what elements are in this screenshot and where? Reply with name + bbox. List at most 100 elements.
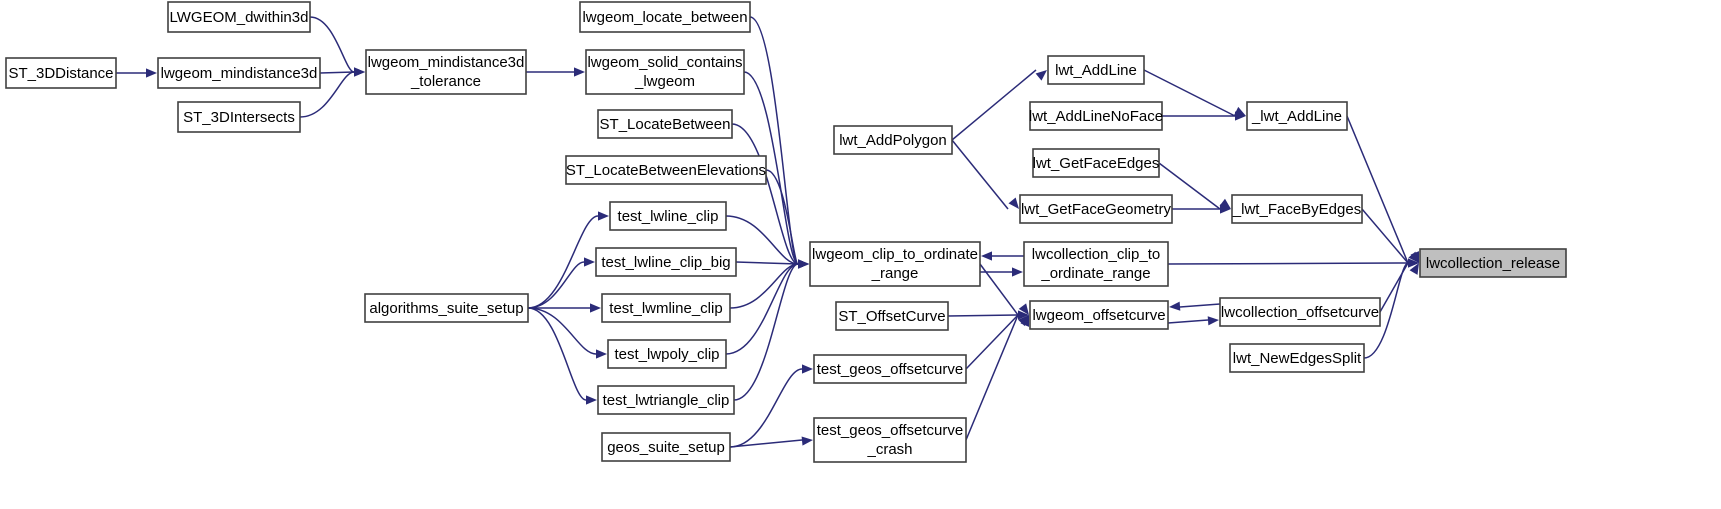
edge-arrowhead xyxy=(1207,316,1219,326)
edge-_lwt_facebyedges-to-lwcollection_release xyxy=(1361,208,1409,264)
edge-st_locatebetween-to-lwgeom_clip_to_ordinate_range xyxy=(731,123,799,265)
edge-arrowhead xyxy=(1408,251,1419,263)
graph-node-lwgeom_solid_contains_lwgeom[interactable]: lwgeom_solid_contains_lwgeom xyxy=(585,49,745,95)
edge-arrowhead xyxy=(801,436,813,446)
graph-node-st_locatebetweenelevations[interactable]: ST_LocateBetweenElevations xyxy=(565,155,767,185)
node-box-lwgeom_solid_contains_lwgeom[interactable] xyxy=(585,49,745,95)
node-box-test_lwline_clip_big[interactable] xyxy=(595,247,737,277)
graph-node-lwcollection_clip_to_ordinate_range[interactable]: lwcollection_clip_to_ordinate_range xyxy=(1023,241,1169,287)
graph-node-lwcollection_release[interactable]: lwcollection_release xyxy=(1419,248,1567,278)
node-box-lwt_getfaceedges[interactable] xyxy=(1032,148,1160,178)
node-box-lwgeom_dwithin3d[interactable] xyxy=(167,1,311,33)
edge-arrowhead xyxy=(574,67,585,77)
edge-geos_suite_setup-to-test_geos_offsetcurve_crash xyxy=(729,439,803,448)
edge-test_geos_offsetcurve_crash-to-lwgeom_offsetcurve xyxy=(965,314,1019,441)
node-box-lwgeom_clip_to_ordinate_range[interactable] xyxy=(809,241,981,287)
edge-geos_suite_setup-to-test_geos_offsetcurve xyxy=(729,368,803,448)
edge-arrowhead xyxy=(590,303,601,313)
edge-st_locatebetweenelevations-to-lwgeom_clip_to_ordinate_range xyxy=(765,169,799,265)
edge-arrowhead xyxy=(584,257,595,267)
edge-algorithms_suite_setup-to-test_lwpoly_clip xyxy=(527,307,597,355)
edge-lwgeom_mindistance3d-to-lwgeom_mindistance3d_tolerance xyxy=(319,71,355,74)
node-box-test_geos_offsetcurve[interactable] xyxy=(813,354,967,384)
node-box-_lwt_addline[interactable] xyxy=(1246,101,1348,131)
node-box-lwgeom_mindistance3d[interactable] xyxy=(157,57,321,89)
graph-node-lwt_newedgessplit[interactable]: lwt_NewEdgesSplit xyxy=(1229,343,1365,373)
edge-arrowhead xyxy=(1409,263,1419,275)
graph-node-test_geos_offsetcurve[interactable]: test_geos_offsetcurve xyxy=(813,354,967,384)
edge-arrowhead xyxy=(596,349,607,359)
edge-lwgeom_dwithin3d-to-lwgeom_mindistance3d_tolerance xyxy=(309,16,355,73)
edge-test_geos_offsetcurve-to-lwgeom_offsetcurve xyxy=(965,314,1019,370)
edge-test_lwmline_clip-to-lwgeom_clip_to_ordinate_range xyxy=(729,263,799,309)
graph-node-lwcollection_offsetcurve[interactable]: lwcollection_offsetcurve xyxy=(1219,297,1381,327)
edge-_lwt_addline-to-lwcollection_release xyxy=(1346,115,1409,264)
node-box-lwgeom_locate_between[interactable] xyxy=(579,1,751,33)
edge-arrowhead xyxy=(1008,197,1019,209)
node-box-lwcollection_clip_to_ordinate_range[interactable] xyxy=(1023,241,1169,287)
edge-algorithms_suite_setup-to-test_lwline_clip_big xyxy=(527,261,585,309)
edge-test_lwline_clip_big-to-lwgeom_clip_to_ordinate_range xyxy=(735,261,799,265)
graph-node-test_lwline_clip[interactable]: test_lwline_clip xyxy=(609,201,727,231)
graph-node-lwgeom_clip_to_ordinate_range[interactable]: lwgeom_clip_to_ordinate_range xyxy=(809,241,981,287)
graph-node-lwgeom_mindistance3d[interactable]: lwgeom_mindistance3d xyxy=(157,57,321,89)
node-box-lwt_addlinenoface[interactable] xyxy=(1029,101,1163,131)
node-box-_lwt_facebyedges[interactable] xyxy=(1231,194,1363,224)
node-box-st_locatebetween[interactable] xyxy=(597,109,733,139)
edge-arrowhead xyxy=(354,67,365,77)
graph-node-test_lwline_clip_big[interactable]: test_lwline_clip_big xyxy=(595,247,737,277)
node-box-lwt_newedgessplit[interactable] xyxy=(1229,343,1365,373)
graph-node-test_lwmline_clip[interactable]: test_lwmline_clip xyxy=(601,293,731,323)
graph-node-lwt_getfacegeometry[interactable]: lwt_GetFaceGeometry xyxy=(1019,194,1173,224)
graph-node-test_lwpoly_clip[interactable]: test_lwpoly_clip xyxy=(607,339,727,369)
edge-arrowhead xyxy=(802,364,813,374)
edge-arrowhead xyxy=(146,68,157,78)
node-box-st_3dintersects[interactable] xyxy=(177,101,301,133)
graph-node-lwt_addpolygon[interactable]: lwt_AddPolygon xyxy=(833,125,953,155)
edge-lwgeom_solid_contains_lwgeom-to-lwgeom_clip_to_ordinate_range xyxy=(743,71,799,265)
graph-node-st_3ddistance[interactable]: ST_3DDistance xyxy=(5,57,117,89)
graph-node-lwt_getfaceedges[interactable]: lwt_GetFaceEdges xyxy=(1032,148,1160,178)
node-box-test_lwtriangle_clip[interactable] xyxy=(597,385,735,415)
edge-arrowhead xyxy=(1408,258,1419,268)
graph-node-algorithms_suite_setup[interactable]: algorithms_suite_setup xyxy=(364,293,529,323)
graph-node-st_3dintersects[interactable]: ST_3DIntersects xyxy=(177,101,301,133)
graph-node-_lwt_facebyedges[interactable]: _lwt_FaceByEdges xyxy=(1231,194,1363,224)
graph-node-st_offsetcurve[interactable]: ST_OffsetCurve xyxy=(835,301,949,331)
edge-lwgeom_clip_to_ordinate_range-to-lwgeom_offsetcurve xyxy=(979,263,1019,316)
graph-node-lwt_addline[interactable]: lwt_AddLine xyxy=(1047,55,1145,85)
graph-node-_lwt_addline[interactable]: _lwt_AddLine xyxy=(1246,101,1348,131)
edge-arrowhead xyxy=(1169,301,1181,311)
node-box-st_locatebetweenelevations[interactable] xyxy=(565,155,767,185)
node-box-geos_suite_setup[interactable] xyxy=(601,432,731,462)
node-box-lwcollection_offsetcurve[interactable] xyxy=(1219,297,1381,327)
node-box-test_lwmline_clip[interactable] xyxy=(601,293,731,323)
edge-arrowhead xyxy=(1020,315,1030,327)
node-box-test_lwline_clip[interactable] xyxy=(609,201,727,231)
graph-node-geos_suite_setup[interactable]: geos_suite_setup xyxy=(601,432,731,462)
node-box-test_geos_offsetcurve_crash[interactable] xyxy=(813,417,967,463)
node-box-test_lwpoly_clip[interactable] xyxy=(607,339,727,369)
edge-st_3dintersects-to-lwgeom_mindistance3d_tolerance xyxy=(299,71,355,118)
node-box-lwgeom_offsetcurve[interactable] xyxy=(1029,300,1169,330)
edge-lwcollection_clip_to_ordinate_range-to-lwcollection_release xyxy=(1167,262,1409,265)
node-box-algorithms_suite_setup[interactable] xyxy=(364,293,529,323)
node-box-st_offsetcurve[interactable] xyxy=(835,301,949,331)
node-box-lwt_addline[interactable] xyxy=(1047,55,1145,85)
graph-node-lwt_addlinenoface[interactable]: lwt_AddLineNoFace xyxy=(1029,101,1163,131)
graph-node-lwgeom_locate_between[interactable]: lwgeom_locate_between xyxy=(579,1,751,33)
graph-node-lwgeom_offsetcurve[interactable]: lwgeom_offsetcurve xyxy=(1029,300,1169,330)
graph-node-lwgeom_dwithin3d[interactable]: LWGEOM_dwithin3d xyxy=(167,1,311,33)
node-box-lwt_getfacegeometry[interactable] xyxy=(1019,194,1173,224)
edge-arrowhead xyxy=(1018,303,1029,315)
node-box-lwt_addpolygon[interactable] xyxy=(833,125,953,155)
graph-node-test_lwtriangle_clip[interactable]: test_lwtriangle_clip xyxy=(597,385,735,415)
graph-node-st_locatebetween[interactable]: ST_LocateBetween xyxy=(597,109,733,139)
edge-lwt_addpolygon-to-lwt_addline xyxy=(951,69,1037,141)
graph-node-test_geos_offsetcurve_crash[interactable]: test_geos_offsetcurve_crash xyxy=(813,417,967,463)
node-box-lwcollection_release[interactable] xyxy=(1419,248,1567,278)
node-box-st_3ddistance[interactable] xyxy=(5,57,117,89)
node-box-lwgeom_mindistance3d_tolerance[interactable] xyxy=(365,49,527,95)
graph-node-lwgeom_mindistance3d_tolerance[interactable]: lwgeom_mindistance3d_tolerance xyxy=(365,49,527,95)
edge-arrowhead xyxy=(598,211,609,221)
